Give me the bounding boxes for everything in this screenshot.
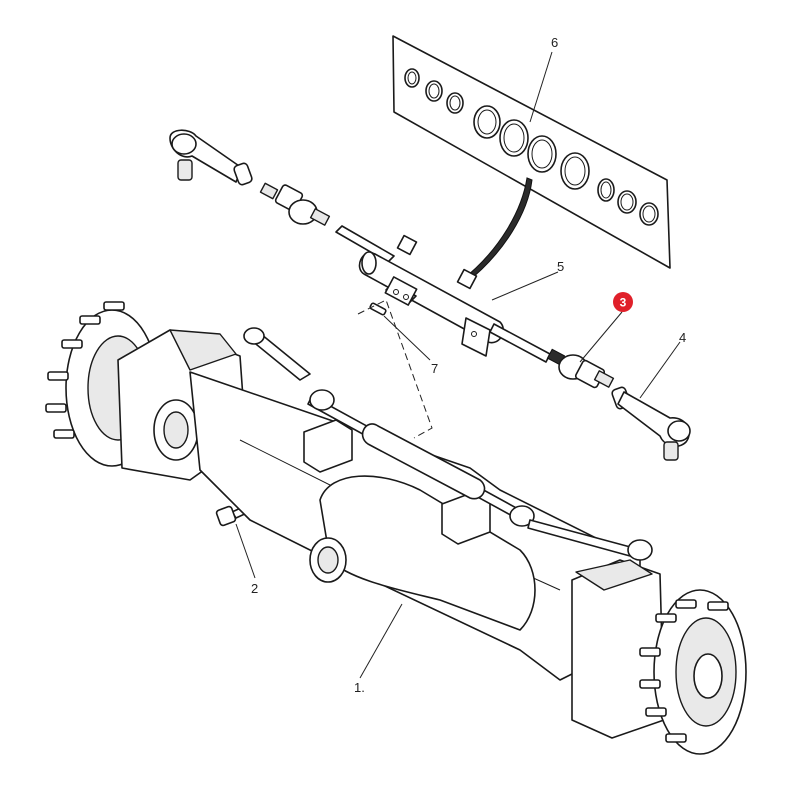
steering-cylinder[interactable] [335,225,551,363]
wheel-stud [45,301,125,439]
axle-assembly[interactable] [45,301,747,755]
wheel-stud [639,599,729,743]
tie-rod-adjuster-right[interactable] [546,348,615,389]
label-part-2: 2 [251,581,258,596]
tie-rod-adjuster-left[interactable] [259,182,331,226]
label-part-3: 3 [620,296,627,310]
label-part-7: 7 [431,361,438,376]
seal-ring [404,68,659,226]
label-part-4: 4 [679,330,686,345]
highlighted-part-badge[interactable]: 3 [613,292,633,312]
tie-rod-end-left[interactable] [169,129,253,186]
tie-rod-end-right[interactable] [611,386,691,461]
seal-kit-card[interactable] [392,35,671,284]
assembly-reference-line [357,299,433,439]
label-part-1: 1. [354,680,365,695]
leader-lines [235,51,681,679]
label-part-6: 6 [551,35,558,50]
label-part-5: 5 [557,259,564,274]
